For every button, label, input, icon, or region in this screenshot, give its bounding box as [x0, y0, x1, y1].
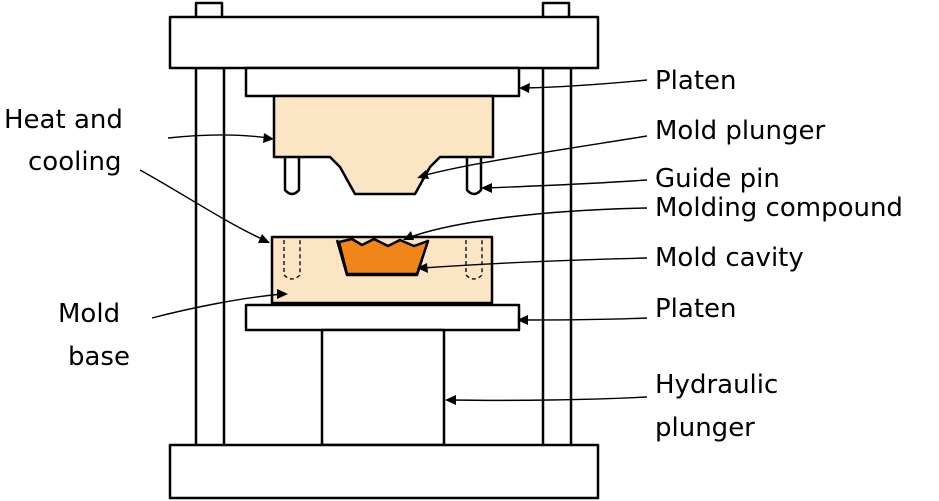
top-crown [168, 15, 600, 70]
upper-platen [244, 66, 521, 98]
mold-plunger [272, 94, 495, 196]
label-mold-cavity: Mold cavity [655, 243, 804, 273]
label-platen-bottom: Platen [655, 294, 737, 324]
label-plunger: plunger [655, 413, 755, 443]
label-molding-compound: Molding compound [655, 193, 903, 223]
bottom-base [168, 443, 600, 500]
lower-platen [244, 303, 521, 332]
guide-hole-left [283, 240, 301, 280]
label-platen-top: Platen [655, 66, 737, 96]
column-left-outer [194, 66, 226, 450]
column-right-outer [541, 66, 573, 450]
label-guide-pin: Guide pin [655, 164, 780, 194]
leader-lines [139, 79, 648, 405]
label-mold: Mold [58, 299, 120, 329]
label-cooling: cooling [28, 147, 122, 177]
guide-pin-left [283, 153, 301, 196]
label-heat-and: Heat and [4, 105, 123, 135]
guide-pin-right [465, 153, 483, 196]
label-base: base [68, 342, 130, 372]
guide-hole-right [465, 240, 483, 280]
hydraulic-plunger [320, 328, 446, 447]
molding-compound [337, 237, 430, 276]
label-hydraulic: Hydraulic [655, 370, 778, 400]
label-mold-plunger: Mold plunger [655, 116, 826, 146]
